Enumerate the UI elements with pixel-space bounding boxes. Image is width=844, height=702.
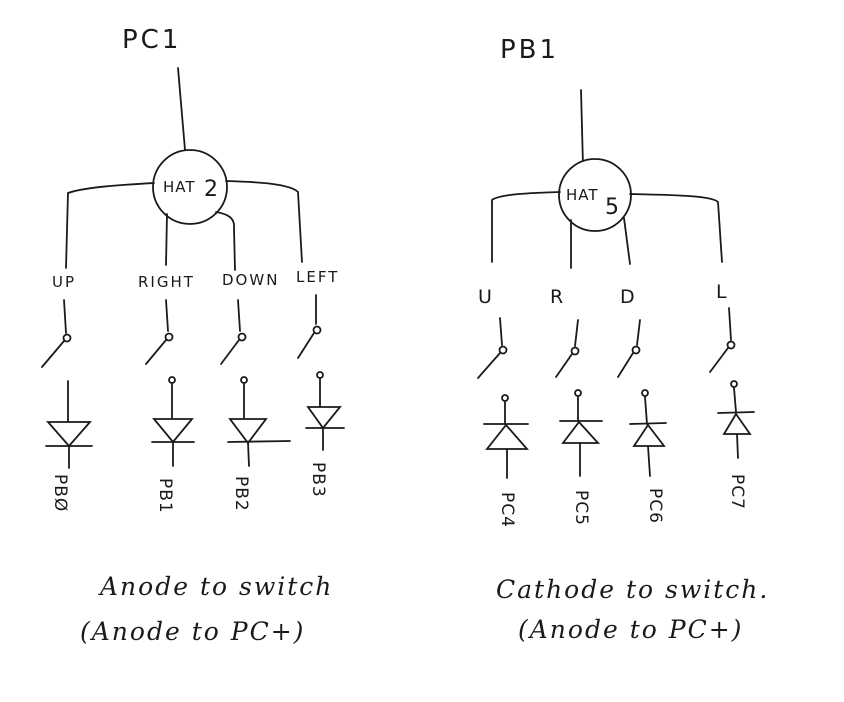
left-switch-up	[41, 299, 72, 368]
left-dir-up: UP	[52, 273, 76, 291]
left-pin-pb2: PB2	[231, 476, 251, 512]
left-dir-down: DOWN	[222, 271, 279, 289]
right-switch-l	[709, 307, 736, 373]
left-diode-pb1	[151, 376, 195, 467]
left-note-line1: Anode to switch	[98, 572, 333, 601]
left-dir-left: LEFT	[296, 268, 339, 286]
left-branch-down	[215, 211, 236, 271]
right-circuit: PB1 HAT 5 U R D L	[477, 35, 769, 644]
right-switch-r	[555, 319, 580, 378]
right-note-line2: (Anode to PC+)	[518, 615, 743, 644]
left-hat-label: HAT	[163, 178, 196, 196]
right-branch-d	[623, 217, 631, 265]
right-title: PB1	[500, 35, 559, 65]
left-diode-pb3	[305, 371, 345, 451]
right-diode-pc7	[717, 380, 755, 459]
left-dir-right: RIGHT	[138, 273, 195, 291]
right-dir-r: R	[550, 286, 563, 308]
right-diode-pc5	[559, 389, 603, 477]
right-dir-d: D	[620, 286, 635, 308]
left-pin-pb3: PB3	[308, 462, 328, 498]
left-hat-circle	[152, 149, 228, 225]
left-switch-left	[297, 294, 322, 359]
left-pin-pb1: PB1	[155, 478, 175, 514]
left-branch-up	[65, 182, 155, 269]
right-hat-label: HAT	[566, 186, 599, 204]
right-main-wire	[580, 89, 584, 167]
right-pin-pc4: PC4	[497, 492, 517, 528]
right-pin-pc7: PC7	[727, 474, 747, 510]
left-switch-right	[145, 299, 174, 365]
left-diode-pb0	[45, 380, 93, 469]
right-hat-number: 5	[605, 195, 619, 220]
right-pin-pc5: PC5	[571, 490, 591, 526]
left-switch-down	[220, 299, 247, 365]
left-diode-pb2	[227, 376, 291, 467]
right-diode-pc6	[629, 389, 667, 477]
right-pin-pc6: PC6	[645, 488, 665, 524]
left-note-line2: (Anode to PC+)	[80, 617, 305, 646]
left-main-wire	[177, 67, 186, 151]
left-hat-number: 2	[204, 177, 218, 202]
right-diode-pc4	[483, 394, 529, 479]
left-circuit: PC1 HAT 2 UP RIGHT DOWN LEFT	[41, 25, 345, 646]
right-dir-l: L	[716, 281, 727, 303]
right-hat-circle	[558, 158, 632, 232]
right-switch-u	[477, 317, 508, 379]
right-switch-d	[617, 319, 641, 378]
left-branch-left	[225, 180, 303, 263]
right-branch-u	[491, 191, 561, 263]
left-title: PC1	[122, 25, 181, 55]
right-dir-u: U	[478, 286, 492, 308]
left-branch-right	[165, 213, 168, 266]
right-note-line1: Cathode to switch.	[496, 575, 769, 604]
right-branch-l	[629, 193, 723, 263]
left-pin-pb0: PBØ	[50, 474, 70, 512]
